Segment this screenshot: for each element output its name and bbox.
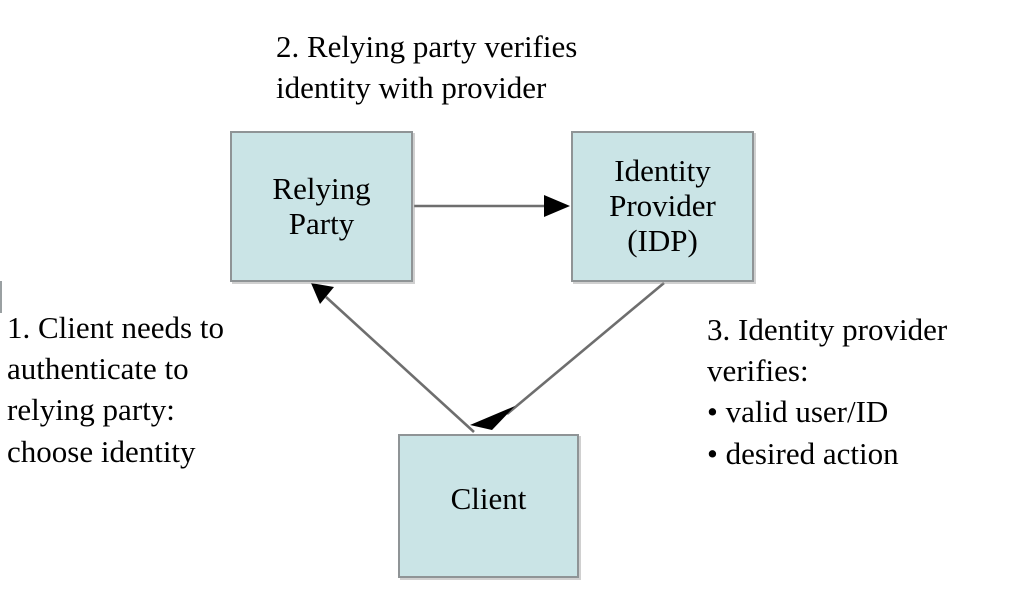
node-identity-provider-label: Identity Provider (IDP) bbox=[609, 153, 716, 258]
edge-relying-party-to-idp bbox=[414, 195, 570, 217]
node-client[interactable]: Client bbox=[398, 434, 579, 578]
scan-artifact-mark bbox=[0, 281, 2, 313]
edge-line-idp-to-client bbox=[506, 282, 665, 415]
caption-step-1: 1. Client needs to authenticate to relyi… bbox=[7, 310, 224, 469]
arrowhead-idp-to-client bbox=[470, 406, 515, 430]
node-identity-provider[interactable]: Identity Provider (IDP) bbox=[571, 131, 754, 282]
edge-idp-to-client bbox=[470, 282, 665, 430]
node-relying-party[interactable]: Relying Party bbox=[230, 131, 413, 282]
edge-line-client-to-rp bbox=[325, 296, 475, 433]
node-relying-party-label: Relying Party bbox=[272, 170, 371, 241]
caption-step-3: 3. Identity provider verifies: • valid u… bbox=[707, 312, 948, 471]
caption-step-2: 2. Relying party verifies identity with … bbox=[276, 29, 578, 106]
arrowhead-rp-to-idp bbox=[544, 195, 570, 217]
arrowhead-client-to-rp bbox=[311, 283, 334, 304]
edge-client-to-relying-party bbox=[311, 283, 475, 433]
node-client-label: Client bbox=[450, 481, 527, 516]
